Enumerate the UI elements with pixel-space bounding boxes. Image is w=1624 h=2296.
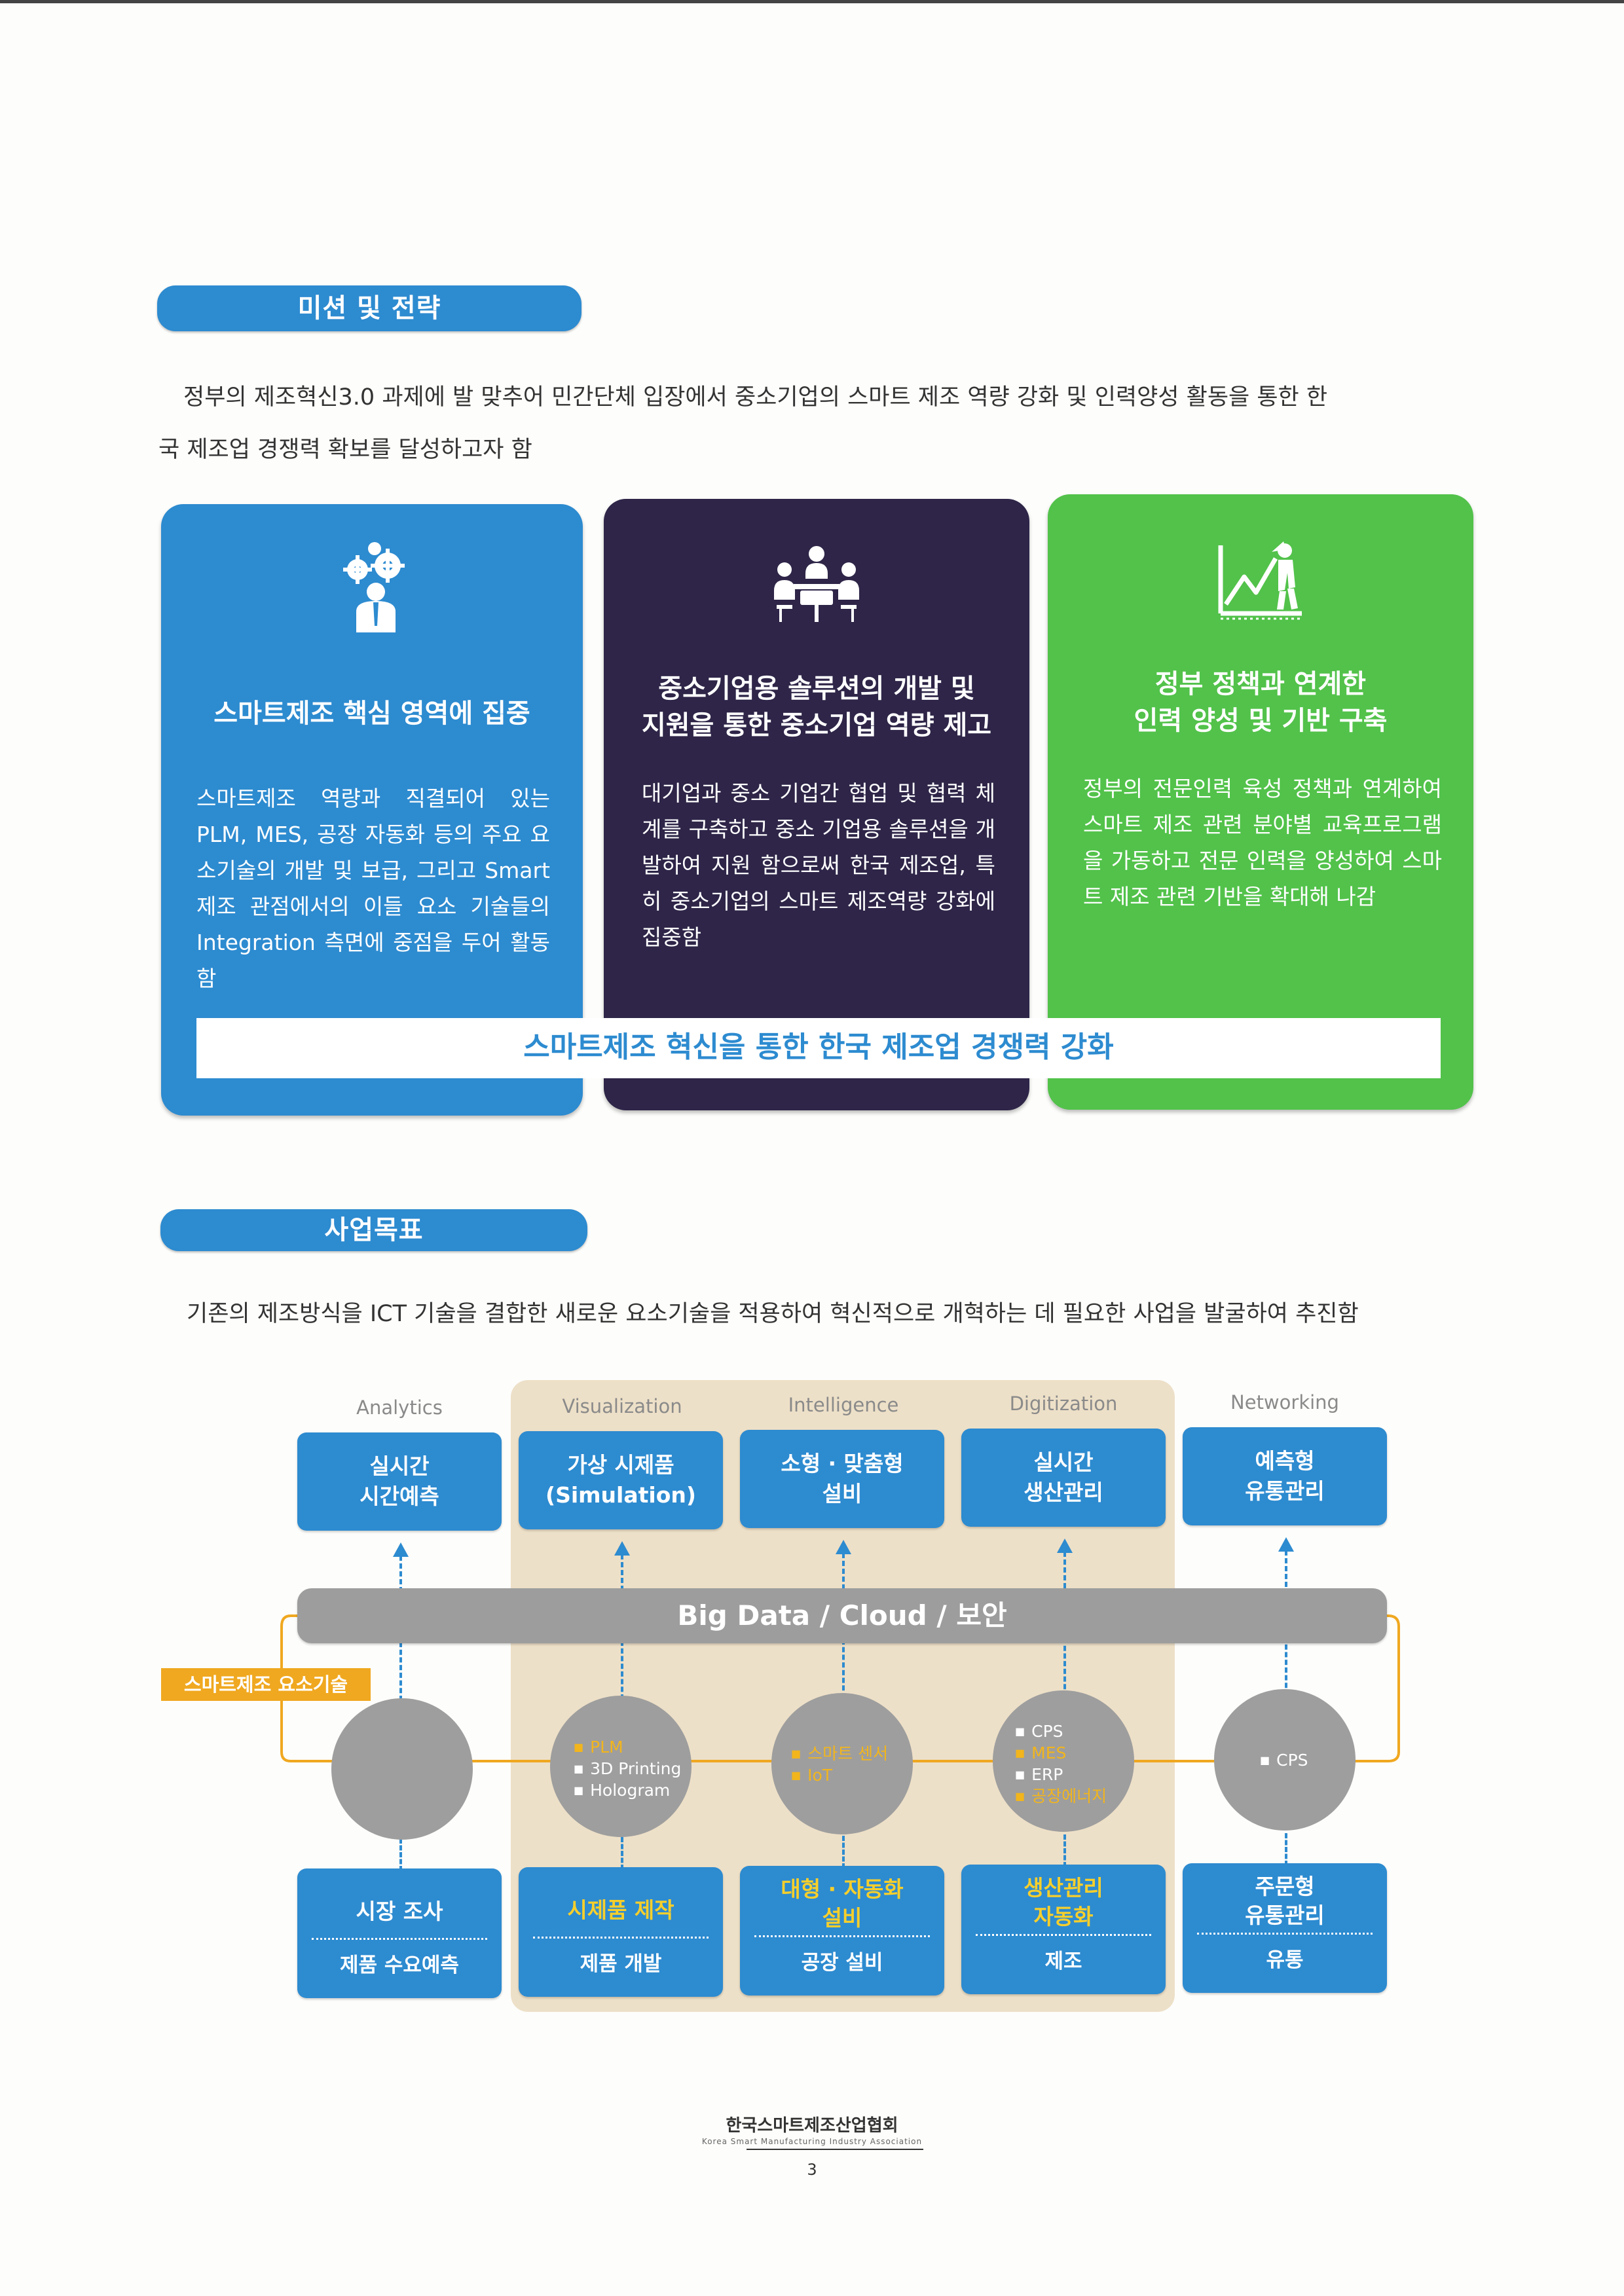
card-2-title: 중소기업용 솔루션의 개발 및 지원을 통한 중소기업 역량 제고 <box>617 670 1016 744</box>
tech-item: 스마트 센서 <box>791 1743 888 1764</box>
tech-circle-1 <box>331 1698 473 1840</box>
section-title-business-goal: 사업목표 <box>160 1209 587 1251</box>
growth-chart-icon <box>1218 541 1302 620</box>
arrow-line-5 <box>1285 1550 1287 1603</box>
card-2-text: 대기업과 중소 기업간 협업 및 협력 체계를 구축하고 중소 기업용 솔루션을… <box>642 780 995 950</box>
dash-line-3 <box>842 1639 845 1698</box>
tech-item: MES <box>1015 1742 1107 1764</box>
dash-line-bottom-1 <box>399 1838 402 1871</box>
tech-item: 3D Printing <box>574 1758 681 1779</box>
bottom-box-1-bottom: 제품 수요예측 <box>340 1954 459 1977</box>
top-box-visualization-text: 가상 시제품 (Simulation) <box>545 1452 696 1508</box>
strategy-card-2: 중소기업용 솔루션의 개발 및 지원을 통한 중소기업 역량 제고 대기업과 중… <box>604 499 1029 1110</box>
meeting-icon <box>774 546 859 622</box>
bottom-box-divider <box>754 1935 930 1937</box>
bottom-box-divider <box>1197 1933 1373 1935</box>
bottom-box-2-top: 시제품 제작 <box>567 1897 674 1923</box>
top-box-networking: 예측형 유통관리 <box>1183 1427 1387 1525</box>
bottom-box-3-bottom: 공장 설비 <box>801 1951 883 1975</box>
arrow-line-2 <box>621 1554 623 1607</box>
footer-divider <box>747 2149 923 2150</box>
bottom-box-4-bottom: 제조 <box>1044 1950 1082 1973</box>
tech-item: CPS <box>1015 1721 1107 1742</box>
section-title-mission: 미션 및 전략 <box>157 285 581 331</box>
bottom-box-3-top: 대형 · 자동화 설비 <box>781 1876 904 1931</box>
arrow-up-icon <box>393 1542 409 1557</box>
card-2-title-text: 중소기업용 솔루션의 개발 및 지원을 통한 중소기업 역량 제고 <box>641 674 992 740</box>
bottom-box-4: 생산관리 자동화 제조 <box>961 1865 1166 1994</box>
dash-line-bottom-4 <box>1063 1834 1066 1867</box>
top-box-analytics: 실시간 시간예측 <box>297 1432 502 1531</box>
dash-line-1 <box>399 1642 402 1701</box>
dash-line-5 <box>1285 1637 1287 1696</box>
tech-item: Hologram <box>574 1779 681 1801</box>
gears-person-icon <box>343 542 405 632</box>
bottom-box-1-top: 시장 조사 <box>356 1899 443 1924</box>
top-box-analytics-text: 실시간 시간예측 <box>360 1453 439 1509</box>
tech-item: CPS <box>1260 1749 1308 1771</box>
card-3-title: 정부 정책과 연계한 인력 양성 및 기반 구축 <box>1061 666 1460 739</box>
top-box-digitization-text: 실시간 생산관리 <box>1024 1449 1103 1505</box>
arrow-up-icon <box>614 1541 630 1556</box>
card-1-text: 스마트제조 역량과 직결되어 있는 PLM, MES, 공장 자동화 등의 주요… <box>196 786 550 991</box>
column-label-networking: Networking <box>1230 1391 1339 1413</box>
footer-org-english: Korea Smart Manufacturing Industry Assoc… <box>701 2137 923 2146</box>
dash-line-bottom-2 <box>621 1837 623 1870</box>
tech-circle-2: PLM 3D Printing Hologram <box>550 1696 692 1837</box>
big-data-bar: Big Data / Cloud / 보안 <box>297 1588 1387 1643</box>
mission-intro-line2: 국 제조업 경쟁력 확보를 달성하고자 함 <box>158 437 532 463</box>
strategy-card-1: 스마트제조 핵심 영역에 집중 스마트제조 역량과 직결되어 있는 PLM, M… <box>161 504 583 1116</box>
arrow-line-3 <box>842 1553 845 1605</box>
card-1-title: 스마트제조 핵심 영역에 집중 <box>213 699 530 729</box>
page-number: 3 <box>807 2160 817 2179</box>
bottom-box-divider <box>976 1934 1151 1936</box>
mission-intro-line1: 정부의 제조혁신3.0 과제에 발 맞추어 민간단체 입장에서 중소기업의 스마… <box>183 384 1328 410</box>
top-box-intelligence: 소형 · 맞춤형 설비 <box>740 1430 944 1528</box>
top-box-visualization: 가상 시제품 (Simulation) <box>519 1431 723 1529</box>
tech-circle-4: CPS MES ERP 공장에너지 <box>993 1690 1134 1832</box>
tech-item: 공장에너지 <box>1015 1785 1107 1807</box>
column-label-analytics: Analytics <box>356 1396 443 1419</box>
column-label-visualization: Visualization <box>562 1395 682 1417</box>
card-3-text: 정부의 전문인력 육성 정책과 연계하여 스마트 제조 관련 분야별 교육프로그… <box>1083 776 1442 909</box>
arrow-up-icon <box>836 1540 851 1554</box>
business-intro: 기존의 제조방식을 ICT 기술을 결합한 새로운 요소기술을 적용하여 혁신적… <box>187 1301 1359 1327</box>
smart-manufacturing-tag: 스마트제조 요소기술 <box>161 1668 371 1701</box>
dash-line-4 <box>1063 1638 1066 1697</box>
card-3-title-text: 정부 정책과 연계한 인력 양성 및 기반 구축 <box>1134 669 1388 736</box>
arrow-line-1 <box>399 1556 402 1608</box>
section-title-text-2: 사업목표 <box>324 1215 424 1245</box>
top-box-intelligence-text: 소형 · 맞춤형 설비 <box>781 1451 904 1506</box>
tech-item: IoT <box>791 1764 888 1786</box>
arrow-up-icon <box>1278 1537 1294 1552</box>
bottom-box-divider <box>533 1937 709 1939</box>
top-border <box>0 0 1624 3</box>
bottom-box-2-bottom: 제품 개발 <box>580 1952 662 1976</box>
bottom-box-4-top: 생산관리 자동화 <box>1024 1875 1103 1929</box>
bottom-box-3: 대형 · 자동화 설비 공장 설비 <box>740 1866 944 1995</box>
bottom-box-5-bottom: 유통 <box>1266 1948 1304 1972</box>
column-label-intelligence: Intelligence <box>788 1394 899 1416</box>
bottom-box-1: 시장 조사 제품 수요예측 <box>297 1868 502 1998</box>
section-title-text: 미션 및 전략 <box>297 293 441 323</box>
column-label-digitization: Digitization <box>1009 1393 1118 1415</box>
top-box-networking-text: 예측형 유통관리 <box>1245 1448 1325 1504</box>
tech-circle-5: CPS <box>1214 1689 1356 1831</box>
dash-line-2 <box>621 1641 623 1700</box>
bottom-box-2: 시제품 제작 제품 개발 <box>519 1867 723 1997</box>
bottom-box-5-top: 주문형 유통관리 <box>1245 1874 1325 1928</box>
bottom-box-5: 주문형 유통관리 유통 <box>1183 1863 1387 1993</box>
top-box-digitization: 실시간 생산관리 <box>961 1429 1166 1527</box>
tech-item: PLM <box>574 1736 681 1758</box>
tech-item: ERP <box>1015 1764 1107 1785</box>
strategy-card-3: 정부 정책과 연계한 인력 양성 및 기반 구축 정부의 전문인력 육성 정책과… <box>1048 494 1473 1110</box>
mission-banner: 스마트제조 혁신을 통한 한국 제조업 경쟁력 강화 <box>196 1018 1441 1078</box>
dash-line-bottom-3 <box>842 1836 845 1868</box>
footer-org-name: 한국스마트제조산업협회 <box>726 2116 898 2136</box>
tech-circle-3: 스마트 센서 IoT <box>771 1693 913 1834</box>
arrow-line-4 <box>1063 1552 1066 1604</box>
arrow-up-icon <box>1057 1539 1073 1553</box>
bottom-box-divider <box>312 1938 487 1940</box>
dash-line-bottom-5 <box>1285 1833 1287 1866</box>
